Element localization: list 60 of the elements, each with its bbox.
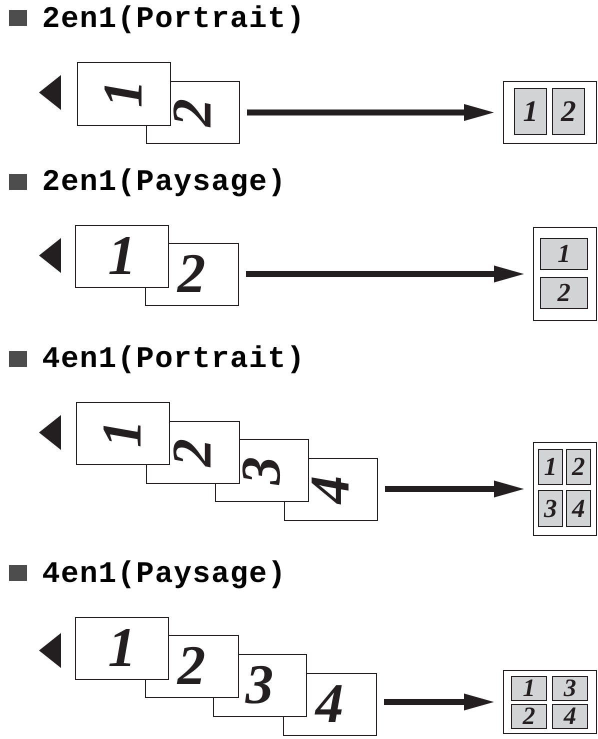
page-thumbnail: [540, 277, 588, 309]
arrow: [246, 266, 524, 282]
page-number: 3: [544, 496, 557, 522]
arrow: [247, 104, 494, 121]
document-page: [309, 458, 378, 521]
page-number: 1: [103, 420, 143, 448]
page-thumbnail: [538, 449, 563, 485]
page-thumbnail: [552, 88, 585, 135]
page-number: 4: [316, 684, 344, 724]
page-number: 1: [523, 96, 538, 126]
page-number: 4: [564, 704, 576, 729]
page-number: 1: [108, 628, 136, 668]
page-number: 2: [561, 96, 576, 126]
output-sheet: [503, 81, 597, 144]
page-number: 4: [310, 476, 350, 504]
page-thumbnail: [566, 449, 591, 485]
page-number: 2: [558, 280, 570, 306]
page-number: 2: [178, 254, 206, 294]
page-thumbnail: [540, 238, 588, 270]
document-page: [77, 62, 171, 126]
page-number: 3: [246, 666, 274, 706]
page-number: 2: [572, 454, 585, 480]
document-page: [171, 81, 240, 144]
page-thumbnail: [552, 676, 588, 701]
document-page: [240, 439, 309, 502]
output-sheet: [533, 442, 597, 536]
page-number: 3: [242, 456, 282, 484]
section-heading: 2en1(Paysage): [42, 168, 286, 198]
document-page: [307, 673, 377, 736]
page-thumbnail: [552, 704, 588, 729]
arrow: [384, 694, 494, 710]
output-sheet: [533, 227, 597, 321]
page-number: 2: [172, 438, 212, 466]
page-number: 1: [558, 241, 570, 267]
page-number: 1: [544, 454, 557, 480]
page-number: 3: [564, 676, 576, 701]
page-number: 4: [572, 496, 585, 522]
document-page: [169, 635, 239, 698]
page-thumbnail: [566, 490, 591, 527]
page-number: 2: [172, 98, 212, 126]
page-thumbnail: [511, 704, 547, 729]
output-sheet: [503, 670, 597, 734]
section-heading: 2en1(Portrait): [42, 5, 306, 35]
section-heading: 4en1(Paysage): [42, 560, 286, 590]
document-page: [169, 243, 239, 306]
page-number: 1: [522, 676, 536, 701]
document-page: [75, 617, 169, 680]
page-number: 1: [108, 236, 136, 276]
page-thumbnail: [538, 490, 563, 527]
document-page: [239, 654, 307, 717]
page-number: 2: [522, 704, 536, 729]
page-thumbnail: [511, 676, 547, 701]
arrow: [385, 480, 524, 498]
document-page: [75, 225, 169, 288]
page-number: 2: [178, 646, 206, 686]
page-number: 1: [104, 80, 144, 108]
document-page: [76, 402, 170, 465]
section-heading: 4en1(Portrait): [42, 345, 306, 375]
document-page: [170, 421, 240, 484]
page-thumbnail: [514, 88, 547, 135]
